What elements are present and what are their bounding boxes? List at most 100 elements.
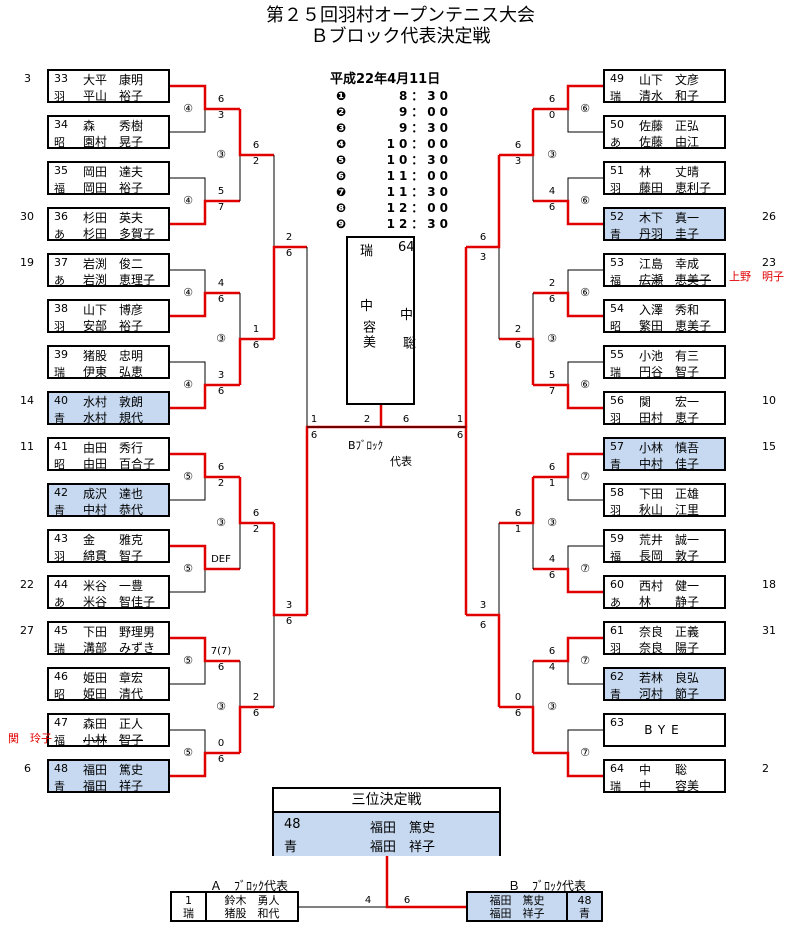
player-a-given: 博彦 (119, 303, 144, 317)
draw-number: 41 (54, 440, 68, 453)
round-number-icon: ❹ (336, 137, 347, 151)
player-a-given: 敦朗 (119, 395, 144, 409)
player-b-family: 米谷 (83, 595, 108, 609)
club-name: 昭 (54, 688, 65, 701)
player-a-family: 佐藤 (639, 119, 664, 133)
set-score: 2 (548, 278, 556, 289)
a-block-rep-box: 1 瑞 鈴木 勇人 猪股 和代 (170, 891, 299, 922)
set-score: 6 (479, 620, 487, 631)
block-rep-label: Bﾌﾞﾛｯｸ (348, 439, 384, 452)
draw-number: 64 (610, 762, 624, 775)
seed-number: 22 (20, 578, 34, 591)
winner-number: 64 (398, 240, 415, 255)
player-a-family: 水村 (83, 395, 108, 409)
winner-line (170, 291, 240, 318)
player-b-given: 智子 (119, 549, 144, 563)
draw-number: 46 (54, 670, 68, 683)
round-mark-icon: ④ (183, 102, 193, 115)
player-a-family: 杉田 (83, 211, 108, 225)
player-b-family: 小林 (83, 733, 108, 747)
round-number-icon: ❾ (336, 217, 347, 231)
draw-number: 47 (54, 716, 68, 729)
b-block-rep-title: Ｂ ﾌﾞﾛｯｸ代表 (508, 879, 587, 893)
winner-line (238, 477, 274, 525)
draw-number: 35 (54, 164, 68, 177)
draw-number: 49 (610, 72, 624, 85)
seed-number: 15 (762, 440, 776, 453)
player-b-family: 長岡 (639, 549, 664, 563)
club-name: 福 (54, 734, 65, 747)
round-number-icon: ❷ (336, 105, 347, 119)
set-score: 0 (514, 692, 522, 703)
round-time: 9：30 (398, 121, 452, 135)
player-a-given: 達也 (119, 487, 144, 501)
club-name: 瑞 (610, 780, 621, 793)
player-b-given: 陽子 (675, 641, 700, 655)
third-place-club: 青 (284, 840, 298, 855)
player-a-given: 真一 (675, 211, 700, 225)
player-a-family: 入澤 (639, 303, 664, 317)
club-name: 青 (54, 780, 65, 793)
player-a-family: 西村 (639, 579, 664, 593)
player-b-family: 伊東 (83, 365, 108, 379)
draw-number: 43 (54, 532, 68, 545)
draw-number: 55 (610, 348, 624, 361)
player-b-given: 晃子 (119, 135, 144, 149)
club-name: 青 (54, 504, 65, 517)
player-b-family: 岡田 (83, 181, 108, 195)
player-b-given: 智佳子 (119, 595, 156, 609)
player-b-given: 圭子 (675, 227, 700, 241)
player-a-family: 猪股 (83, 349, 108, 363)
winner-line (533, 383, 603, 410)
player-a-given: 聡 (675, 763, 688, 777)
set-score: 2 (252, 156, 260, 167)
bracket-line (170, 729, 206, 753)
seed-number: 27 (20, 624, 34, 637)
player-b-family: 佐藤 (639, 135, 664, 149)
b-rep-player-b: 福田 祥子 (489, 906, 545, 920)
winner-line (238, 705, 274, 753)
player-b-given: 規代 (119, 411, 144, 425)
player-a-family: 江島 (639, 257, 664, 271)
seed-number: 2 (762, 762, 769, 775)
player-b-family: 奈良 (639, 641, 664, 655)
club-name: あ (54, 274, 65, 287)
seed-number: 18 (762, 578, 776, 591)
substitute-note: 関 玲子 (8, 732, 52, 745)
a-rep-score: 4 (364, 895, 372, 906)
b-rep-club: 青 (579, 906, 590, 920)
set-score: 6 (514, 340, 522, 351)
player-a-family: 金 (83, 533, 96, 547)
winner-line (170, 84, 240, 111)
set-score: 6 (217, 754, 225, 765)
seed-number: 14 (20, 394, 34, 407)
winner-p2-given: 聡 (400, 336, 415, 351)
player-a-family: 由田 (83, 441, 108, 455)
club-name: 福 (610, 274, 621, 287)
winner-line (533, 291, 603, 318)
bracket-line (170, 661, 206, 685)
round-number-icon: ❸ (336, 121, 347, 135)
set-score: 6 (548, 570, 556, 581)
round-time: 12：00 (386, 201, 452, 215)
winner-line (533, 567, 603, 594)
draw-number: 34 (54, 118, 68, 131)
bracket-line (567, 477, 603, 501)
round-mark-icon: ⑤ (183, 470, 193, 483)
